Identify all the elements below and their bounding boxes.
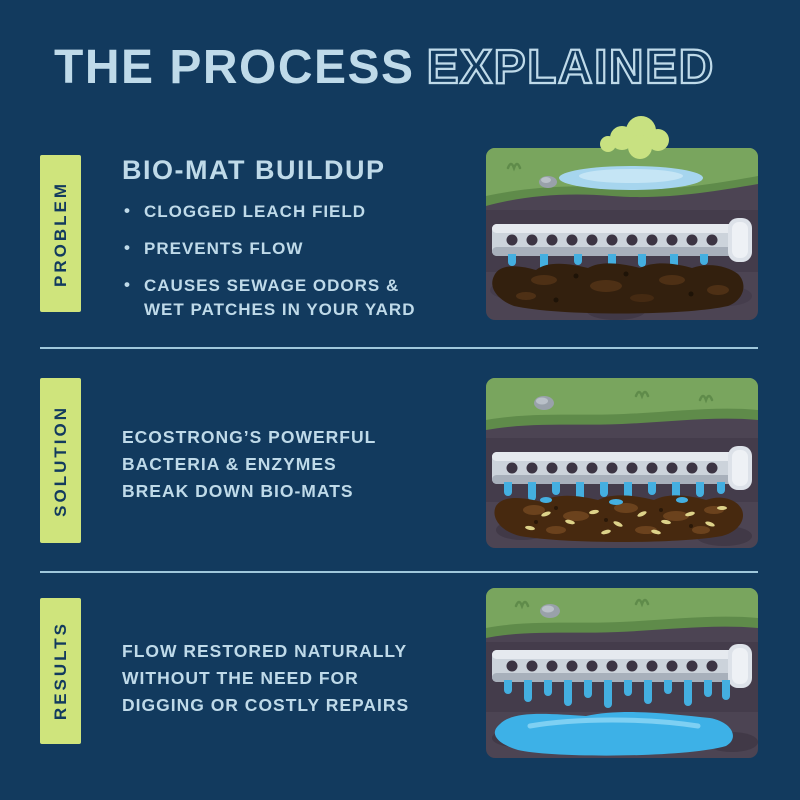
- grass-layer: [486, 588, 758, 638]
- results-text: FLOW RESTORED NATURALLY WITHOUT THE NEED…: [122, 641, 410, 716]
- free-flow-drips: [504, 680, 730, 708]
- solution-label-text: SOLUTION: [51, 404, 70, 517]
- biomat-with-bacteria: [494, 495, 744, 542]
- perforated-pipe: [492, 218, 752, 262]
- perforated-pipe: [492, 446, 752, 490]
- biomat-clog: [492, 263, 744, 314]
- results-label: RESULTS: [40, 598, 81, 744]
- problem-illustration: [486, 116, 758, 320]
- rock-icon: [540, 604, 560, 618]
- problem-bullet-3: CAUSES SEWAGE ODORS & WET PATCHES IN YOU…: [122, 273, 467, 322]
- water-drips: [508, 254, 708, 273]
- flow-restored-illustration: [486, 588, 758, 758]
- results-label-text: RESULTS: [51, 621, 70, 721]
- section-divider-2: [40, 571, 758, 573]
- problem-bullet-2: PREVENTS FLOW: [122, 236, 467, 261]
- grass-layer: [486, 378, 758, 430]
- bacteria-breaking-biomat-illustration: [486, 378, 758, 548]
- problem-heading: BIO-MAT BUILDUP: [122, 155, 386, 185]
- title-outline-text: EXPLAINED: [425, 40, 715, 95]
- title-solid-text: THE PROCESS: [54, 41, 415, 94]
- bacteria-enzymes: [525, 506, 727, 535]
- sewage-puddle: [559, 166, 703, 190]
- solution-text: ECOSTRONG’S POWERFUL BACTERIA & ENZYMES …: [122, 427, 377, 502]
- solution-label: SOLUTION: [40, 378, 81, 543]
- odor-cloud-icon: [600, 116, 669, 159]
- problem-label-text: PROBLEM: [51, 180, 70, 287]
- perforated-pipe: [492, 644, 752, 688]
- section-divider-1: [40, 347, 758, 349]
- problem-label: PROBLEM: [40, 155, 81, 312]
- water-pool: [494, 712, 733, 756]
- rock-icon: [539, 176, 557, 188]
- results-illustration: [486, 588, 758, 758]
- rock-icon: [534, 396, 554, 410]
- clogged-leach-field-illustration: [486, 116, 758, 320]
- solution-illustration: [486, 378, 758, 548]
- problem-bullet-1: CLOGGED LEACH FIELD: [122, 199, 467, 224]
- problem-bullet-list: CLOGGED LEACH FIELD PREVENTS FLOW CAUSES…: [122, 199, 467, 336]
